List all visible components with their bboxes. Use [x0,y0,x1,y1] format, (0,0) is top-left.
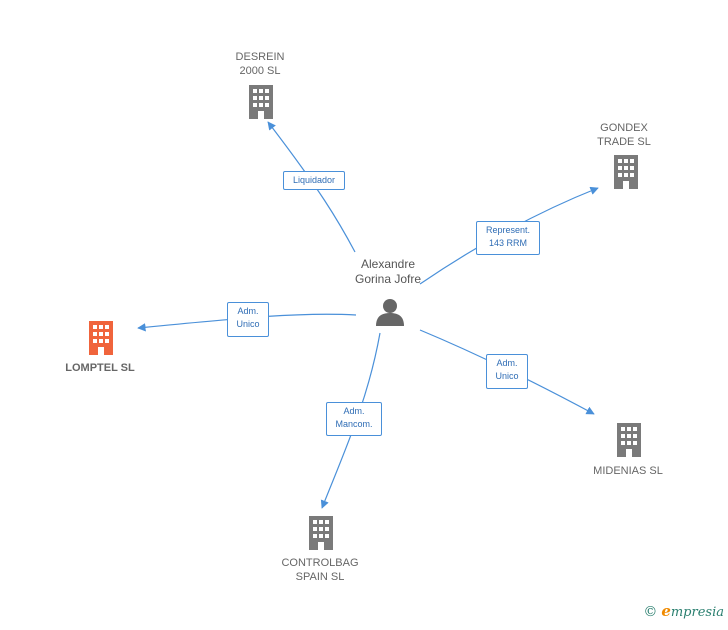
building-icon[interactable] [611,155,641,189]
node-label-controlbag[interactable]: CONTROLBAG SPAIN SL [281,557,359,583]
node-label-desrein[interactable]: DESREIN 2000 SL [235,51,285,77]
center-person-label[interactable]: Alexandre Gorina Jofre [354,257,422,286]
edge-label-desrein: Liquidador [283,171,345,190]
building-icon[interactable] [246,85,276,119]
brand-logo-text: mpresia [670,605,724,620]
person-icon[interactable] [374,296,406,328]
edge-label-midenias: Adm. Unico [486,354,528,389]
edge-label-gondex: Represent. 143 RRM [476,221,540,255]
node-label-lomptel[interactable]: LOMPTEL SL [65,362,135,374]
building-icon[interactable] [614,423,644,457]
node-label-gondex[interactable]: GONDEX TRADE SL [597,122,651,148]
building-icon[interactable] [86,321,116,355]
edge-desrein [267,121,356,253]
brand-logo-initial: e [661,602,671,620]
edge-label-lomptel: Adm. Unico [227,302,269,337]
node-label-midenias[interactable]: MIDENIAS SL [593,465,663,477]
copyright-symbol: © [643,604,658,620]
edge-label-controlbag: Adm. Mancom. [326,402,382,436]
building-icon[interactable] [306,516,336,550]
footer-brand[interactable]: ©empresia [643,602,724,620]
